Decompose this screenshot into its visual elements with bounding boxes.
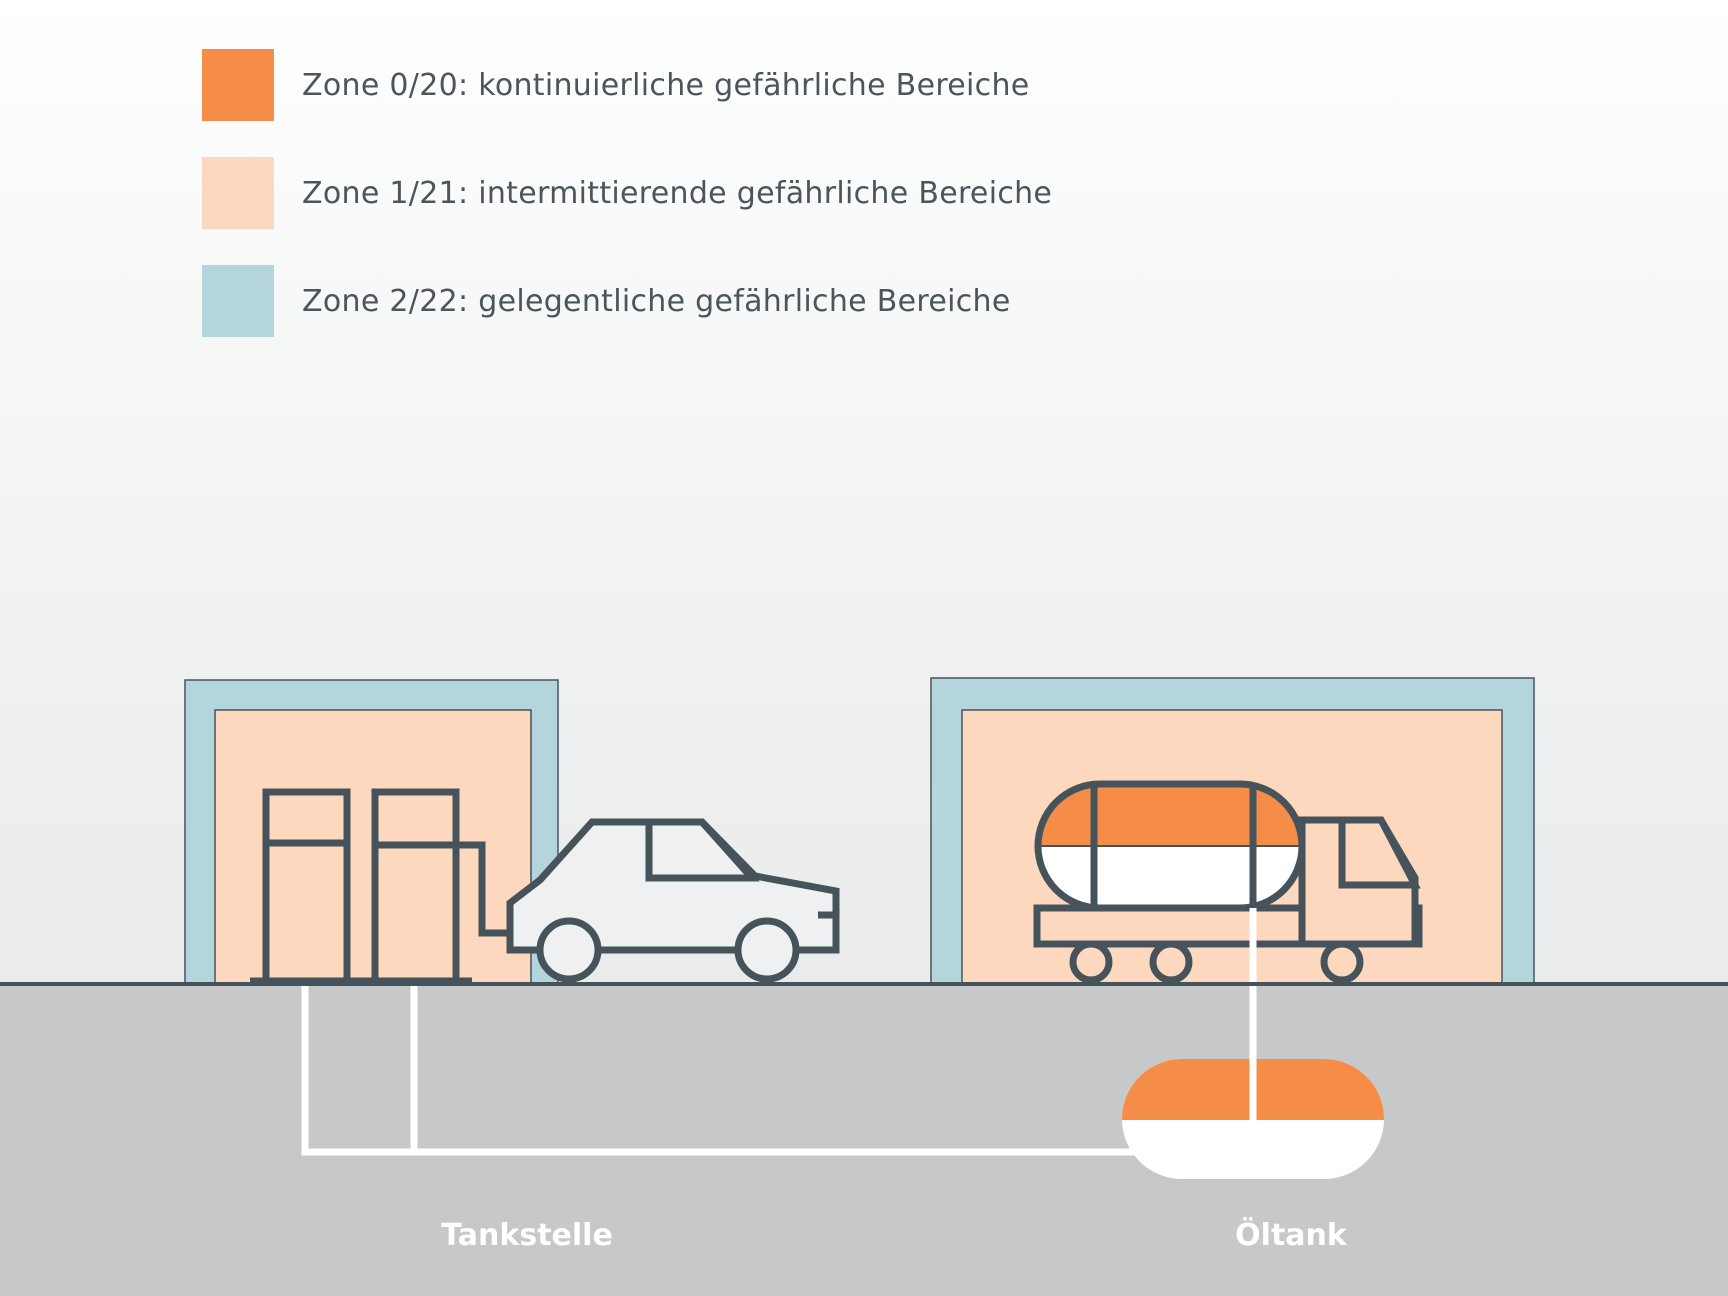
truck-wheel-1 [1069, 940, 1113, 984]
zone-1-label: Zone 1/21: intermittierende gefährliche … [302, 176, 1053, 211]
underground-oil-tank [1122, 1059, 1384, 1179]
zone-0-swatch [202, 49, 274, 121]
pipe-main [301, 984, 1140, 1156]
legend-item-zone-1: Zone 1/21: intermittierende gefährliche … [202, 157, 1202, 229]
car-wheel-rear [734, 917, 800, 983]
truck-wheel-3 [1320, 940, 1364, 984]
truck-window [1338, 816, 1421, 889]
car [506, 818, 840, 983]
tanker-truck [1033, 780, 1423, 984]
car-body [506, 818, 840, 954]
caption-gas-station: Tankstelle [441, 1218, 613, 1253]
car-wheel-front [536, 917, 602, 983]
legend-item-zone-0: Zone 0/20: kontinuierliche gefährliche B… [202, 49, 1202, 121]
zone-2-label: Zone 2/22: gelegentliche gefährliche Ber… [302, 284, 1011, 319]
legend-item-zone-2: Zone 2/22: gelegentliche gefährliche Ber… [202, 265, 1202, 337]
caption-oil-tank: Öltank [1235, 1218, 1347, 1253]
zone-1-swatch [202, 157, 274, 229]
fuel-hose [456, 841, 512, 937]
ground [0, 984, 1728, 1296]
zone-0-label: Zone 0/20: kontinuierliche gefährliche B… [302, 68, 1030, 103]
car-window [645, 818, 760, 882]
truck-wheel-2 [1149, 940, 1193, 984]
zone-2-swatch [202, 265, 274, 337]
